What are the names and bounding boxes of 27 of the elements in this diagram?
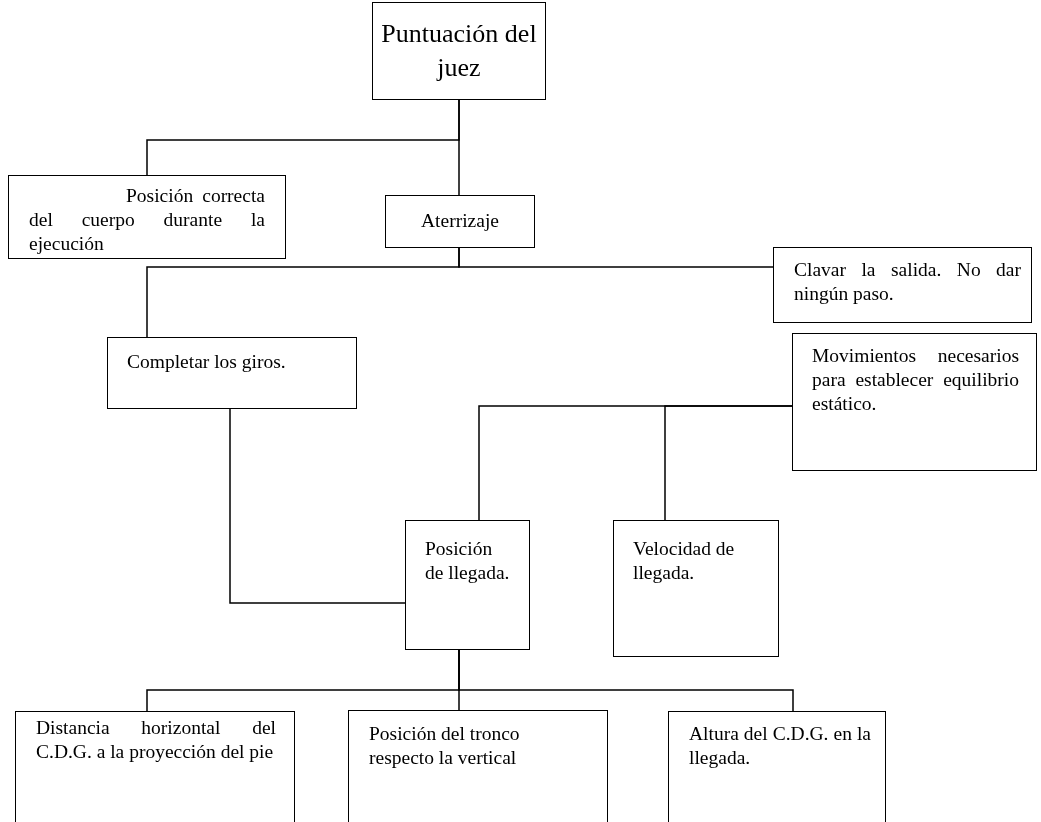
text-box [773, 247, 1032, 323]
text-box [613, 520, 779, 657]
text-box [405, 520, 530, 650]
text-box [372, 2, 546, 100]
box-label: Movimientos necesarios para establecer equilibrio estático. [812, 344, 1019, 416]
text-box [668, 711, 886, 822]
box-label: Altura del C.D.G. en la llegada. [689, 722, 871, 770]
box-label: Clavar la salida. No dar ningún paso. [794, 258, 1021, 306]
text-box [8, 175, 286, 259]
box-label: Distancia horizontal del C.D.G. a la proyección del pie [36, 716, 276, 764]
connector-line [146, 247, 460, 338]
box-label: Completar los giros. [127, 350, 287, 374]
text-box [15, 711, 295, 822]
box-label: Puntuación del juez [381, 18, 537, 84]
box-label: Aterrizaje [420, 209, 500, 233]
box-label: Velocidad de llegada. [633, 537, 736, 585]
box-label: Posición de llegada. [425, 537, 511, 585]
connector-line [458, 99, 460, 196]
text-box [792, 333, 1037, 471]
connector-line [458, 649, 794, 712]
box-label: Posición del tronco respecto la vertical [369, 722, 521, 770]
box-label: Posición correcta del cuerpo durante la ejecución [29, 184, 265, 256]
text-box [348, 710, 608, 822]
text-box [107, 337, 357, 409]
connector-line [229, 408, 406, 604]
connector-line [664, 405, 793, 521]
text-box [385, 195, 535, 248]
